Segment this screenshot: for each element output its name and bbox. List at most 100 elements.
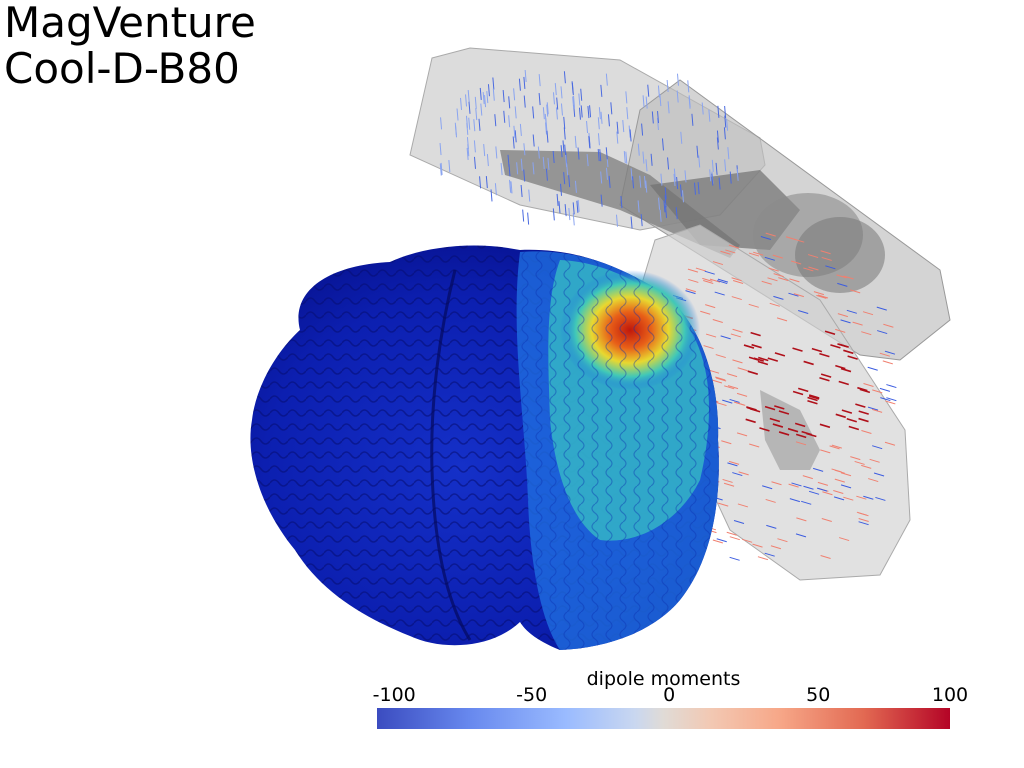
dipole-arrow	[566, 163, 569, 176]
dipole-arrow	[727, 462, 738, 467]
dipole-arrow	[774, 352, 786, 357]
dipole-arrow	[474, 96, 477, 109]
dipole-arrow	[748, 252, 760, 257]
dipole-arrow	[675, 207, 678, 220]
dipole-arrow	[787, 427, 799, 433]
dipole-arrow	[712, 261, 724, 266]
dipole-arrow	[486, 90, 489, 104]
dipole-arrow	[728, 244, 740, 249]
dipole-arrow	[475, 107, 478, 121]
dipole-arrow	[700, 310, 711, 315]
dipole-arrow	[820, 449, 831, 454]
dipole-arrow	[712, 319, 723, 323]
dipole-arrow	[630, 216, 633, 229]
dipole-arrow	[687, 80, 690, 93]
dipole-arrow	[841, 409, 853, 414]
dipole-arrow	[587, 106, 590, 119]
dipole-arrow	[795, 441, 807, 446]
dipole-arrow	[858, 521, 869, 526]
dipole-arrow	[708, 109, 711, 122]
dipole-arrow	[545, 168, 548, 181]
dipole-arrow	[819, 423, 831, 429]
dipole-arrow	[721, 440, 732, 445]
dipole-arrow	[702, 277, 713, 282]
dipole-arrow	[546, 102, 549, 115]
dipole-arrow	[726, 531, 737, 536]
dipole-arrow	[572, 202, 575, 215]
dipole-arrow	[468, 101, 471, 114]
dipole-arrow	[663, 200, 666, 213]
dipole-arrow	[467, 90, 470, 103]
dipole-arrow	[626, 107, 629, 120]
tick-label: -100	[372, 684, 416, 706]
dipole-arrow	[479, 176, 482, 189]
dipole-arrow	[514, 106, 517, 119]
dipole-arrow	[840, 367, 852, 373]
dipole-arrow	[837, 343, 848, 348]
dipole-arrow	[789, 278, 800, 283]
dipole-arrow	[722, 478, 733, 483]
dipole-arrow	[510, 181, 513, 194]
dipole-arrow	[884, 441, 896, 446]
dipole-arrow	[625, 151, 628, 164]
dipole-arrow	[478, 118, 481, 131]
dipole-arrow	[562, 140, 565, 153]
dipole-arrow	[492, 88, 495, 101]
dipole-arrow	[555, 107, 558, 120]
dipole-arrow	[764, 552, 775, 557]
dipole-arrow	[607, 114, 610, 127]
dipole-arrow	[859, 388, 871, 394]
dipole-arrow	[771, 481, 782, 486]
dipole-arrow	[825, 265, 836, 270]
dipole-arrow	[709, 169, 712, 182]
dipole-arrow	[657, 85, 660, 98]
dipole-arrow	[685, 288, 697, 293]
dipole-arrow	[701, 102, 704, 115]
dipole-arrow	[571, 82, 574, 95]
dipole-arrow	[673, 168, 676, 181]
dipole-arrow	[729, 171, 732, 184]
dipole-arrow	[494, 183, 497, 196]
dipole-arrow	[630, 168, 633, 181]
dipole-arrow	[524, 69, 527, 83]
dipole-arrow	[605, 147, 608, 160]
dipole-arrow	[824, 330, 836, 336]
dipole-arrow	[829, 445, 840, 450]
dipole-arrow	[467, 144, 470, 157]
dipole-arrow	[547, 157, 550, 170]
dipole-arrow	[767, 357, 779, 362]
dipole-arrow	[722, 399, 733, 404]
dipole-arrow	[494, 114, 497, 127]
dipole-arrow	[597, 149, 600, 162]
dipole-arrow	[673, 173, 676, 186]
dipole-arrow	[798, 310, 809, 314]
dipole-arrow	[714, 291, 725, 296]
dipole-arrow	[657, 110, 660, 124]
dipole-arrow	[544, 113, 547, 126]
dipole-arrow	[641, 123, 644, 136]
dipole-arrow	[485, 176, 488, 189]
dipole-arrow	[762, 485, 773, 490]
dipole-arrow	[642, 95, 645, 108]
dipole-arrow	[757, 556, 769, 561]
dipole-arrow	[588, 136, 591, 149]
dipole-arrow	[743, 344, 755, 349]
dipole-arrow	[440, 117, 443, 130]
dipole-arrow	[862, 311, 874, 316]
colorbar-legend: dipole moments -100 -50 0 50 100	[373, 668, 968, 730]
dipole-arrow	[757, 360, 769, 366]
dipole-arrow	[879, 387, 891, 392]
dipole-arrow	[577, 147, 580, 160]
dipole-arrow	[758, 356, 769, 362]
dipole-arrow	[711, 173, 714, 186]
dipole-arrow	[514, 130, 517, 143]
dipole-arrow	[716, 538, 727, 543]
title-line-1: MagVenture	[4, 0, 256, 47]
dipole-arrow	[473, 156, 476, 169]
dipole-arrow	[704, 270, 715, 275]
dipole-arrow	[873, 472, 885, 477]
dipole-arrow	[879, 352, 890, 357]
dipole-arrow	[764, 256, 775, 261]
dipole-arrow	[484, 95, 487, 108]
dipole-arrow	[473, 140, 476, 153]
